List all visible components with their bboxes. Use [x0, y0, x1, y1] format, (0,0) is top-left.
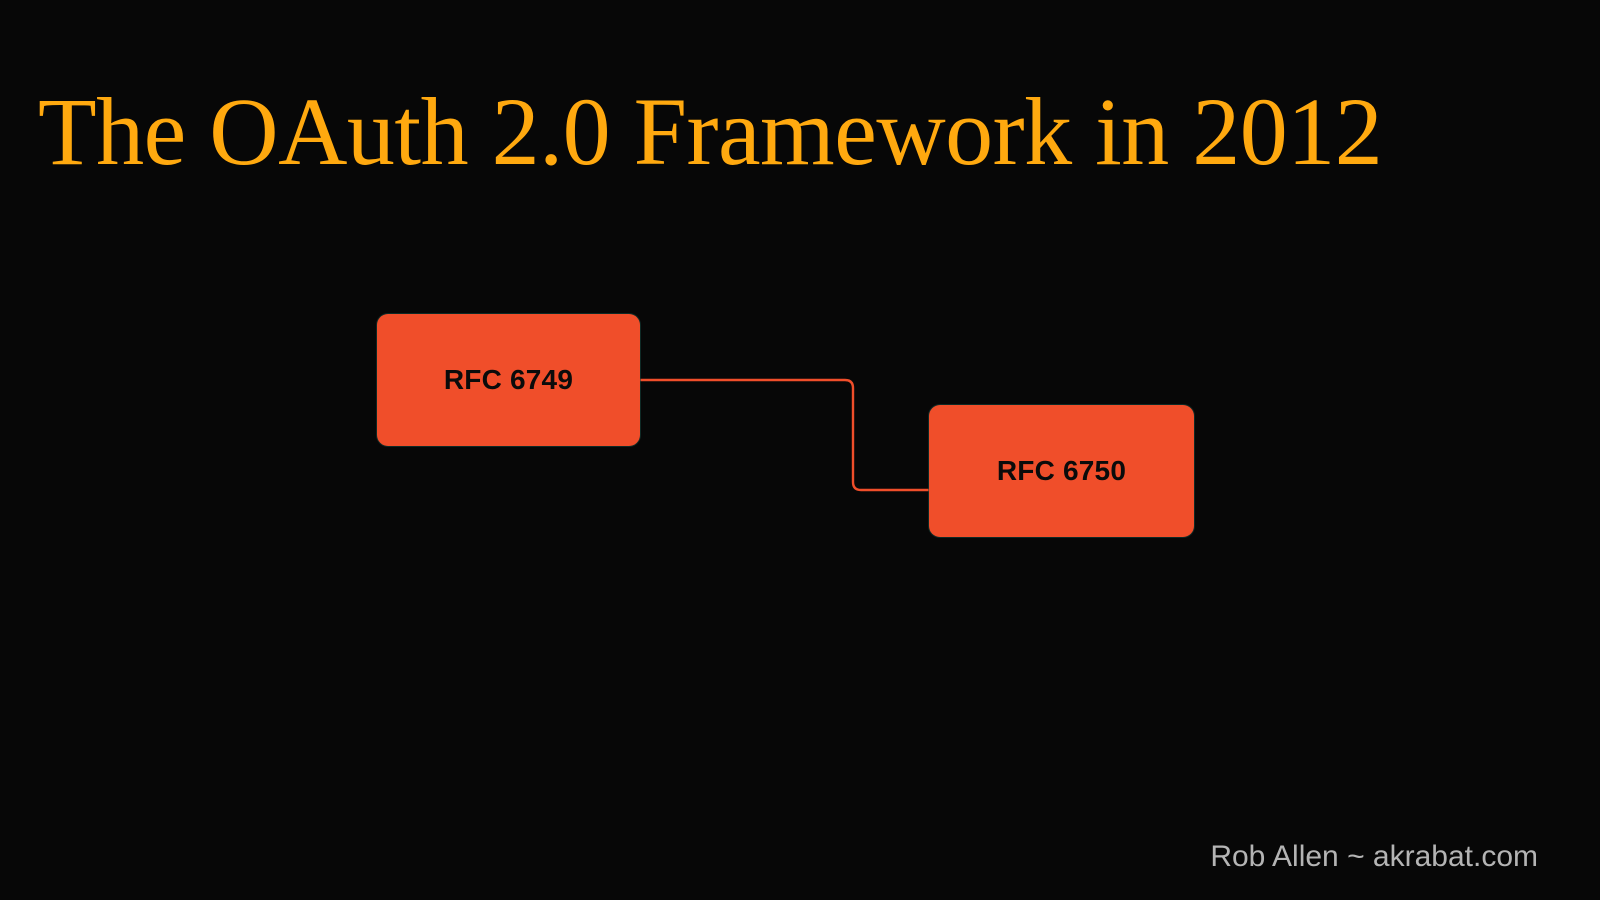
diagram-node-rfc-6749[interactable]: RFC 6749 — [377, 314, 640, 446]
diagram-node-label: RFC 6749 — [443, 364, 574, 395]
diagram-node-rfc-6750[interactable]: RFC 6750 — [929, 405, 1194, 537]
connector-rfc6749-to-rfc6750 — [638, 378, 931, 492]
slide-footer-attribution: Rob Allen ~ akrabat.com — [1210, 840, 1538, 873]
diagram-node-label: RFC 6750 — [996, 455, 1127, 486]
page-title: The OAuth 2.0 Framework in 2012 — [38, 78, 1383, 186]
